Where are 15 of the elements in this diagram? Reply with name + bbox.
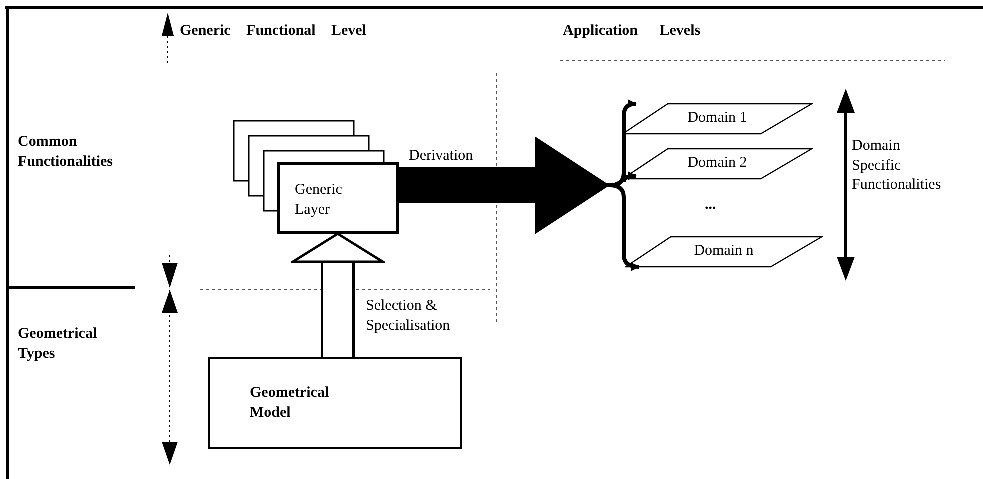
node-label: Domain 2 — [686, 154, 748, 173]
axis-label: Domain Specific Functionalities — [852, 137, 942, 195]
node-label: Domain 1 — [686, 109, 748, 128]
node-label: Domain n — [693, 242, 755, 261]
block-arrow — [292, 232, 384, 357]
ellipsis: ... — [705, 196, 716, 215]
row-heading: Geometrical Types — [18, 325, 98, 364]
level-heading: Application Levels — [563, 22, 701, 41]
level-heading: Generic Functional Level — [180, 22, 366, 41]
layer-stack-drawing — [233, 120, 399, 234]
node-label: Generic Layer — [295, 181, 342, 220]
model-box — [208, 357, 462, 449]
node-label: Geometrical Model — [250, 384, 330, 424]
row-heading: Common Functionalities — [18, 133, 113, 172]
domain-plane — [625, 236, 823, 268]
